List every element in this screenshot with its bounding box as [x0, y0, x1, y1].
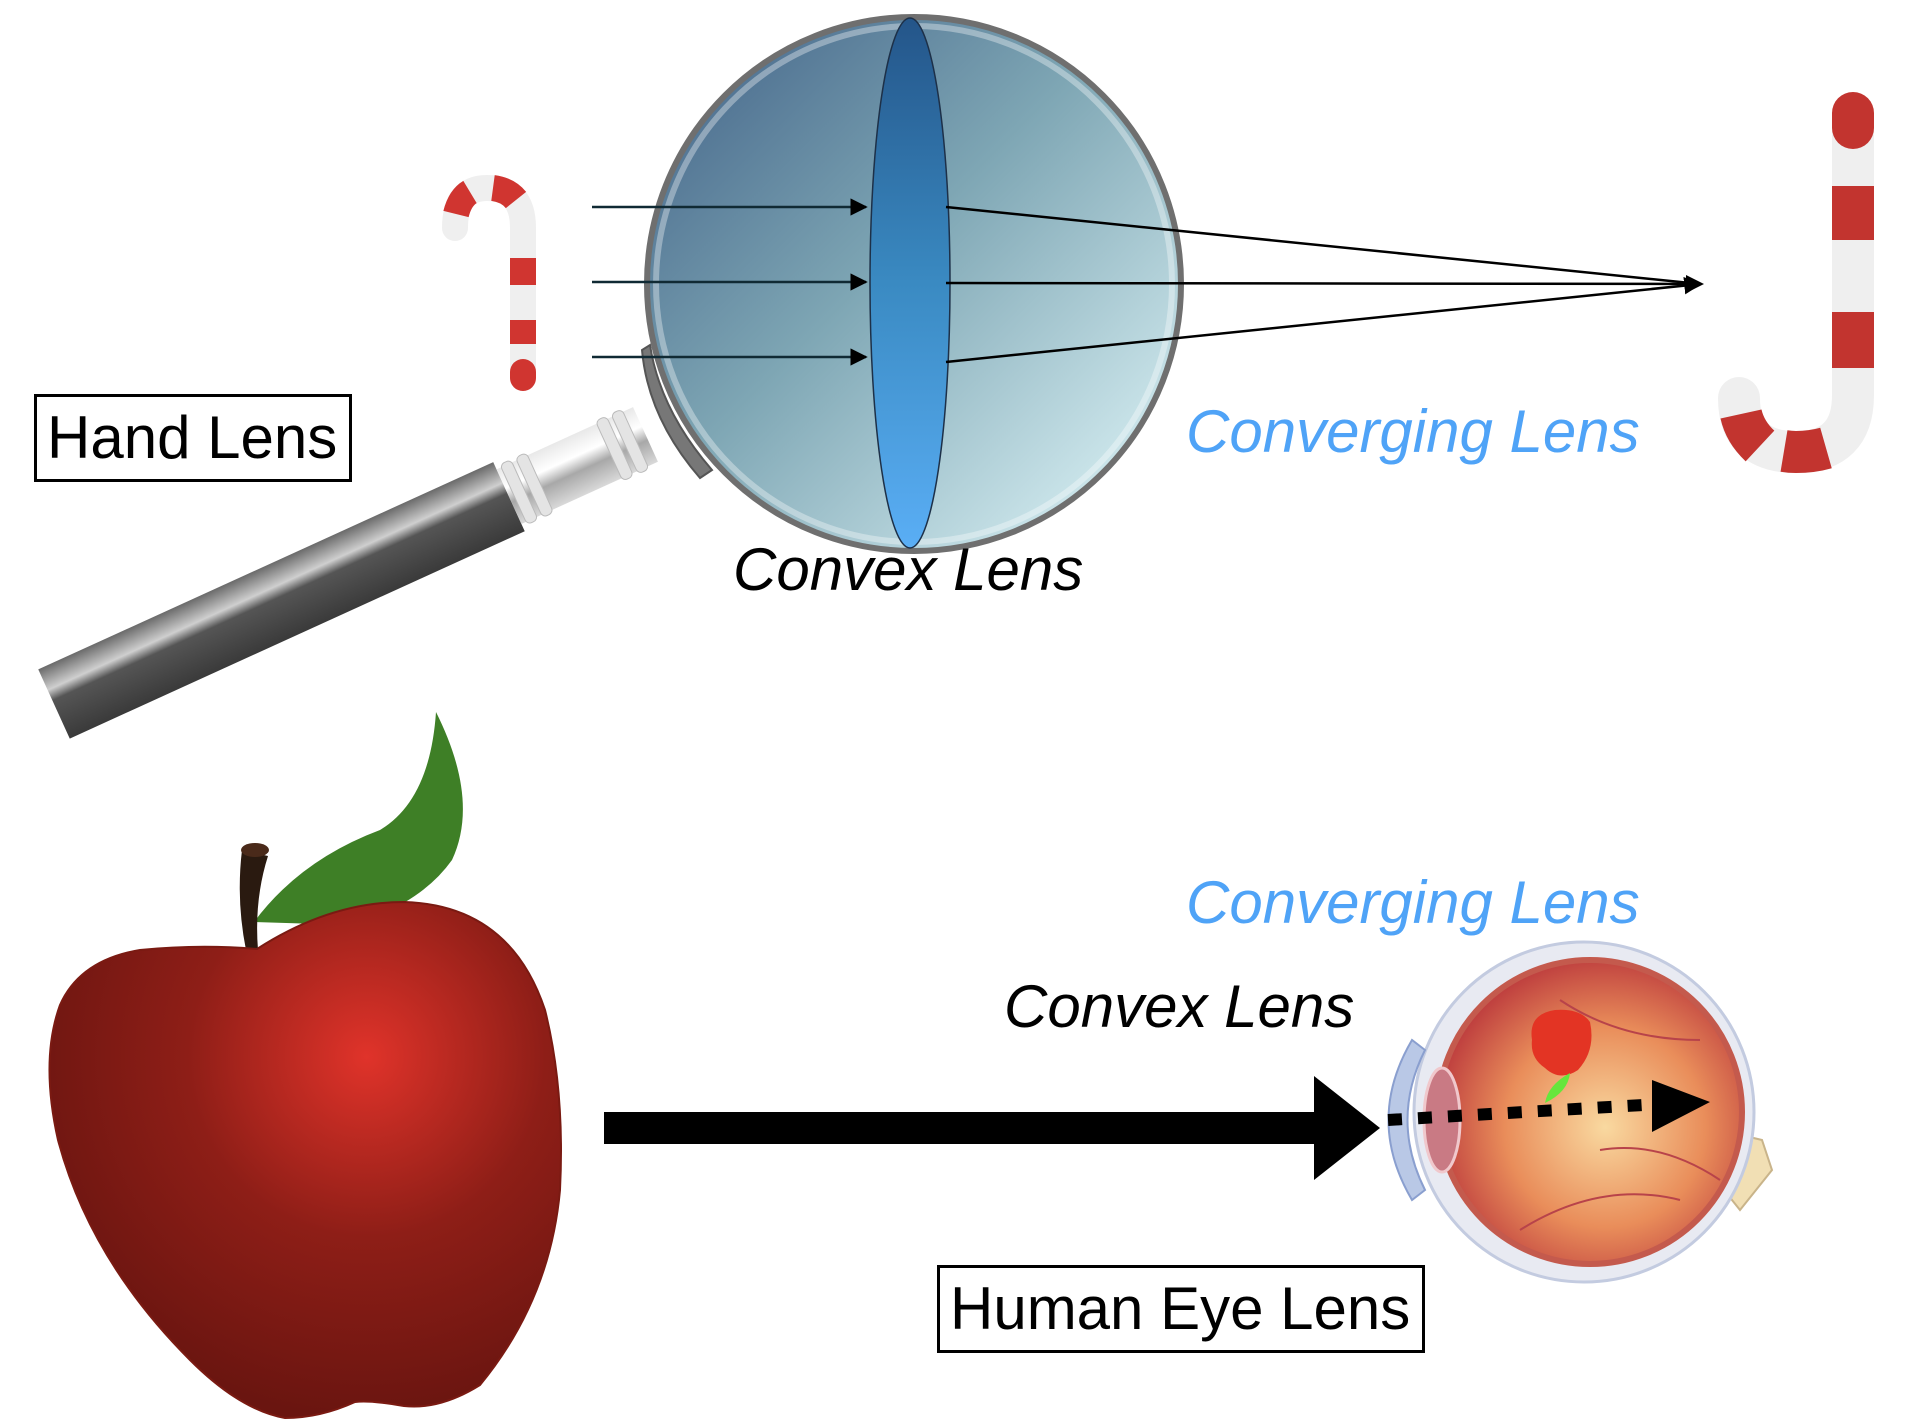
convex-lens-bottom-label: Convex Lens [1004, 973, 1355, 1040]
apple-body [48, 900, 562, 1420]
candy-cane-object-icon [442, 174, 536, 391]
candy-cane-image-icon [1718, 92, 1874, 474]
inverted-apple-leaf [1545, 1073, 1570, 1103]
magnifying-glass-icon [38, 14, 1184, 739]
ray-refracted-3 [945, 276, 1702, 364]
incoming-rays [592, 198, 868, 366]
ray-refracted-2 [945, 281, 1701, 286]
light-direction-arrow [604, 1076, 1380, 1180]
refracted-rays [945, 205, 1704, 364]
focal-arrowhead [1686, 275, 1704, 293]
apple-leaf [254, 712, 463, 925]
rim-clip [640, 343, 714, 480]
apple-icon [48, 712, 562, 1420]
converging-lens-bottom-label: Converging Lens [1186, 869, 1640, 936]
convex-lens-top-label: Convex Lens [733, 536, 1084, 603]
apple-stem [239, 850, 268, 950]
ray-refracted-1 [945, 205, 1701, 286]
handle-grip [38, 462, 525, 739]
retina-vessels [1519, 999, 1721, 1231]
human-eye-lens-text: Human Eye Lens [950, 1275, 1411, 1342]
human-eye-lens-label: Human Eye Lens [937, 1265, 1425, 1353]
eye-ray-arrowhead [1652, 1080, 1710, 1132]
convex-lens-shape [869, 17, 951, 549]
inverted-apple-image [1531, 1009, 1592, 1076]
cornea [1387, 1038, 1427, 1202]
human-eye-icon [1387, 940, 1774, 1284]
converging-lens-top-label: Converging Lens [1186, 398, 1640, 465]
hand-lens-text: Hand Lens [47, 404, 338, 471]
hand-lens-label: Hand Lens [34, 394, 352, 482]
